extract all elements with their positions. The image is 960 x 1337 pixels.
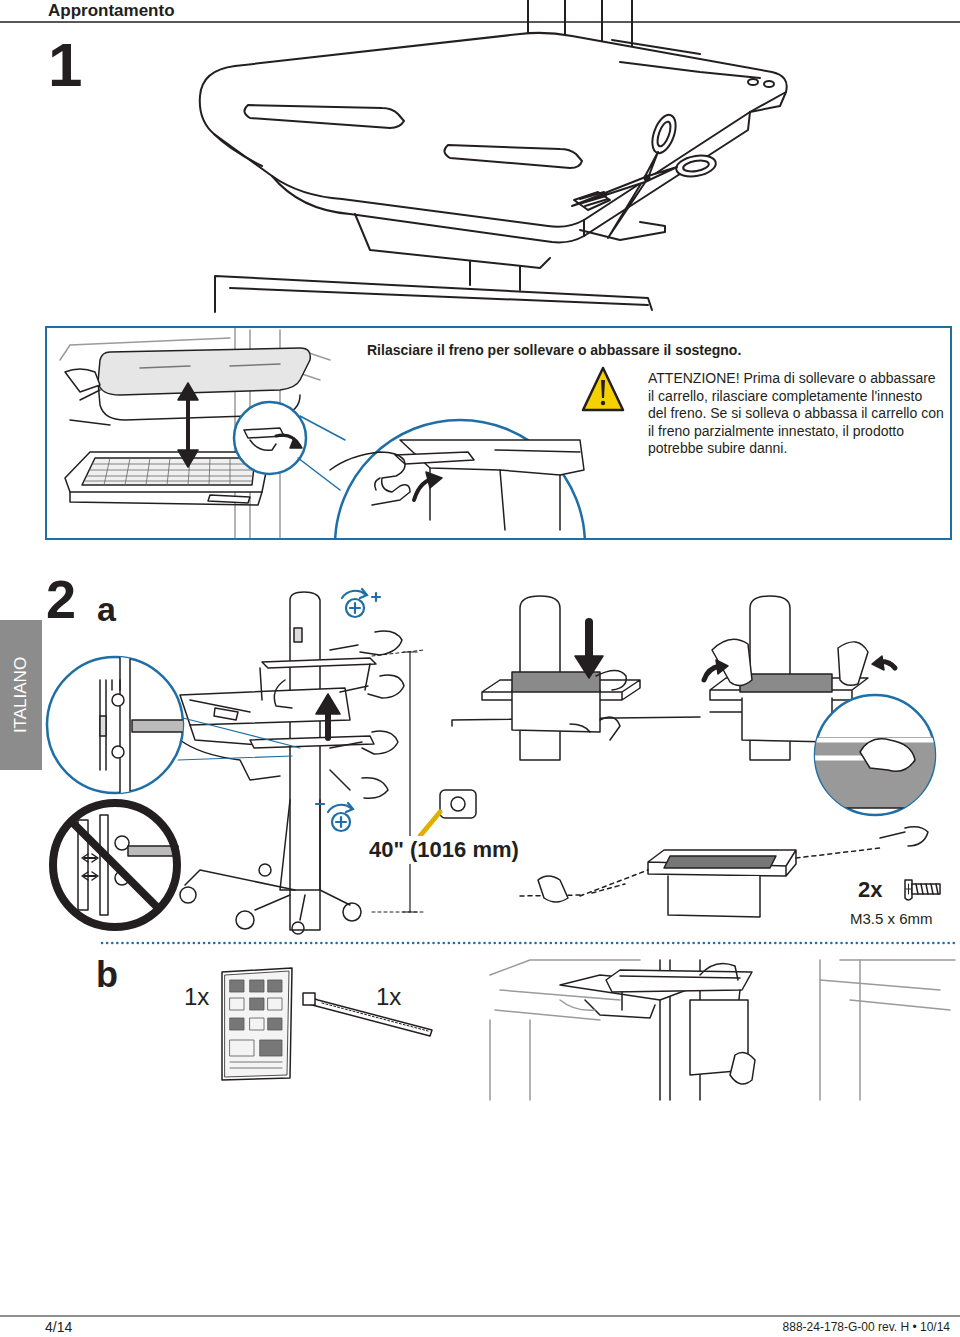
- section-title: Approntamento: [48, 0, 175, 21]
- language-tab: ITALIANO: [0, 620, 42, 770]
- instruction-box: Rilasciare il freno per sollevare o abba…: [45, 326, 952, 540]
- warning-text: ATTENZIONE! Prima di sollevare o abbassa…: [648, 370, 944, 458]
- quantity-label: 1x: [184, 982, 209, 1012]
- language-label: ITALIANO: [10, 657, 31, 733]
- quantity-label: 1x: [376, 982, 401, 1012]
- dimension-label: 40" (1016 mm): [366, 836, 522, 864]
- instruction-text: Rilasciare il freno per sollevare o abba…: [367, 342, 887, 360]
- document-code: 888-24-178-G-00 rev. H • 10/14: [783, 1320, 950, 1335]
- quantity-label: 2x: [858, 876, 882, 904]
- substep-letter: a: [97, 588, 116, 631]
- substep-letter: b: [96, 952, 118, 997]
- step-number: 1: [48, 26, 82, 104]
- step-number: 2: [46, 566, 76, 634]
- screw-size: M3.5 x 6mm: [850, 910, 933, 929]
- page-number: 4/14: [45, 1319, 72, 1337]
- warning-icon: [583, 368, 623, 410]
